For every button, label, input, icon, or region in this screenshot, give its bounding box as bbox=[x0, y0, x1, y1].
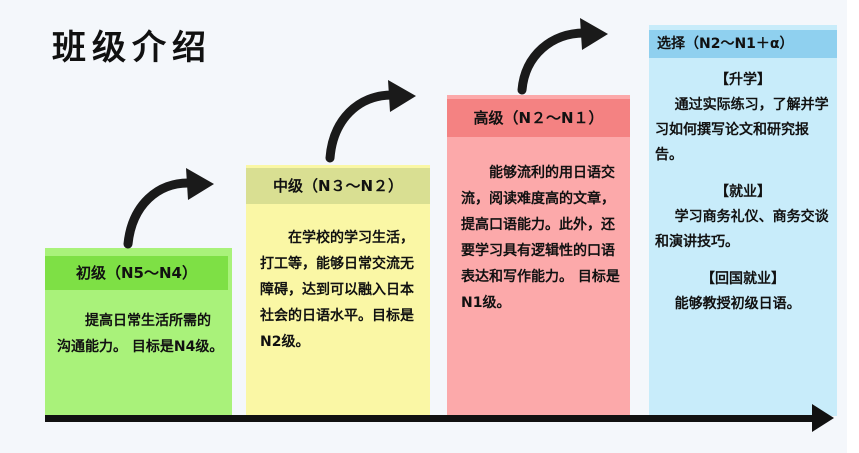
level-description-advanced: 能够流利的用日语交流，阅读难度高的文章，提高口语能力。此外，还要学习具有逻辑性的… bbox=[461, 165, 620, 311]
level-heading-beginner: 初级（N5～N4） bbox=[45, 256, 228, 290]
level-heading-intermediate: 中级（N３～N２） bbox=[246, 168, 430, 204]
level-card-intermediate bbox=[246, 165, 430, 416]
level-heading-advanced: 高级（N２～N１） bbox=[447, 99, 630, 137]
section-title-further-study: 【升学】 bbox=[715, 72, 771, 88]
section-title-employment: 【就业】 bbox=[715, 184, 771, 200]
level-description-elective: 【升学】 通过实际练习，了解并学习如何撰写论文和研究报告。 【就业】 学习商务礼… bbox=[649, 68, 837, 317]
level-card-elective bbox=[649, 25, 837, 416]
section-text-further-study: 通过实际练习，了解并学习如何撰写论文和研究报告。 bbox=[655, 97, 829, 163]
level-heading-elective: 选择（N2～N1＋α） bbox=[649, 30, 837, 58]
section-title-home-employment: 【回国就业】 bbox=[701, 271, 785, 287]
section-text-home-employment: 能够教授初级日语。 bbox=[674, 296, 801, 312]
level-card-advanced bbox=[447, 95, 630, 416]
level-description-intermediate: 在学校的学习生活，打工等，能够日常交流无障碍，达到可以融入日本社会的日语水平。目… bbox=[260, 230, 414, 350]
page-title: 班级介绍 bbox=[52, 28, 212, 68]
level-description-beginner: 提高日常生活所需的沟通能力。 目标是N4级。 bbox=[57, 313, 224, 355]
section-text-employment: 学习商务礼仪、商务交谈和演讲技巧。 bbox=[655, 209, 829, 250]
